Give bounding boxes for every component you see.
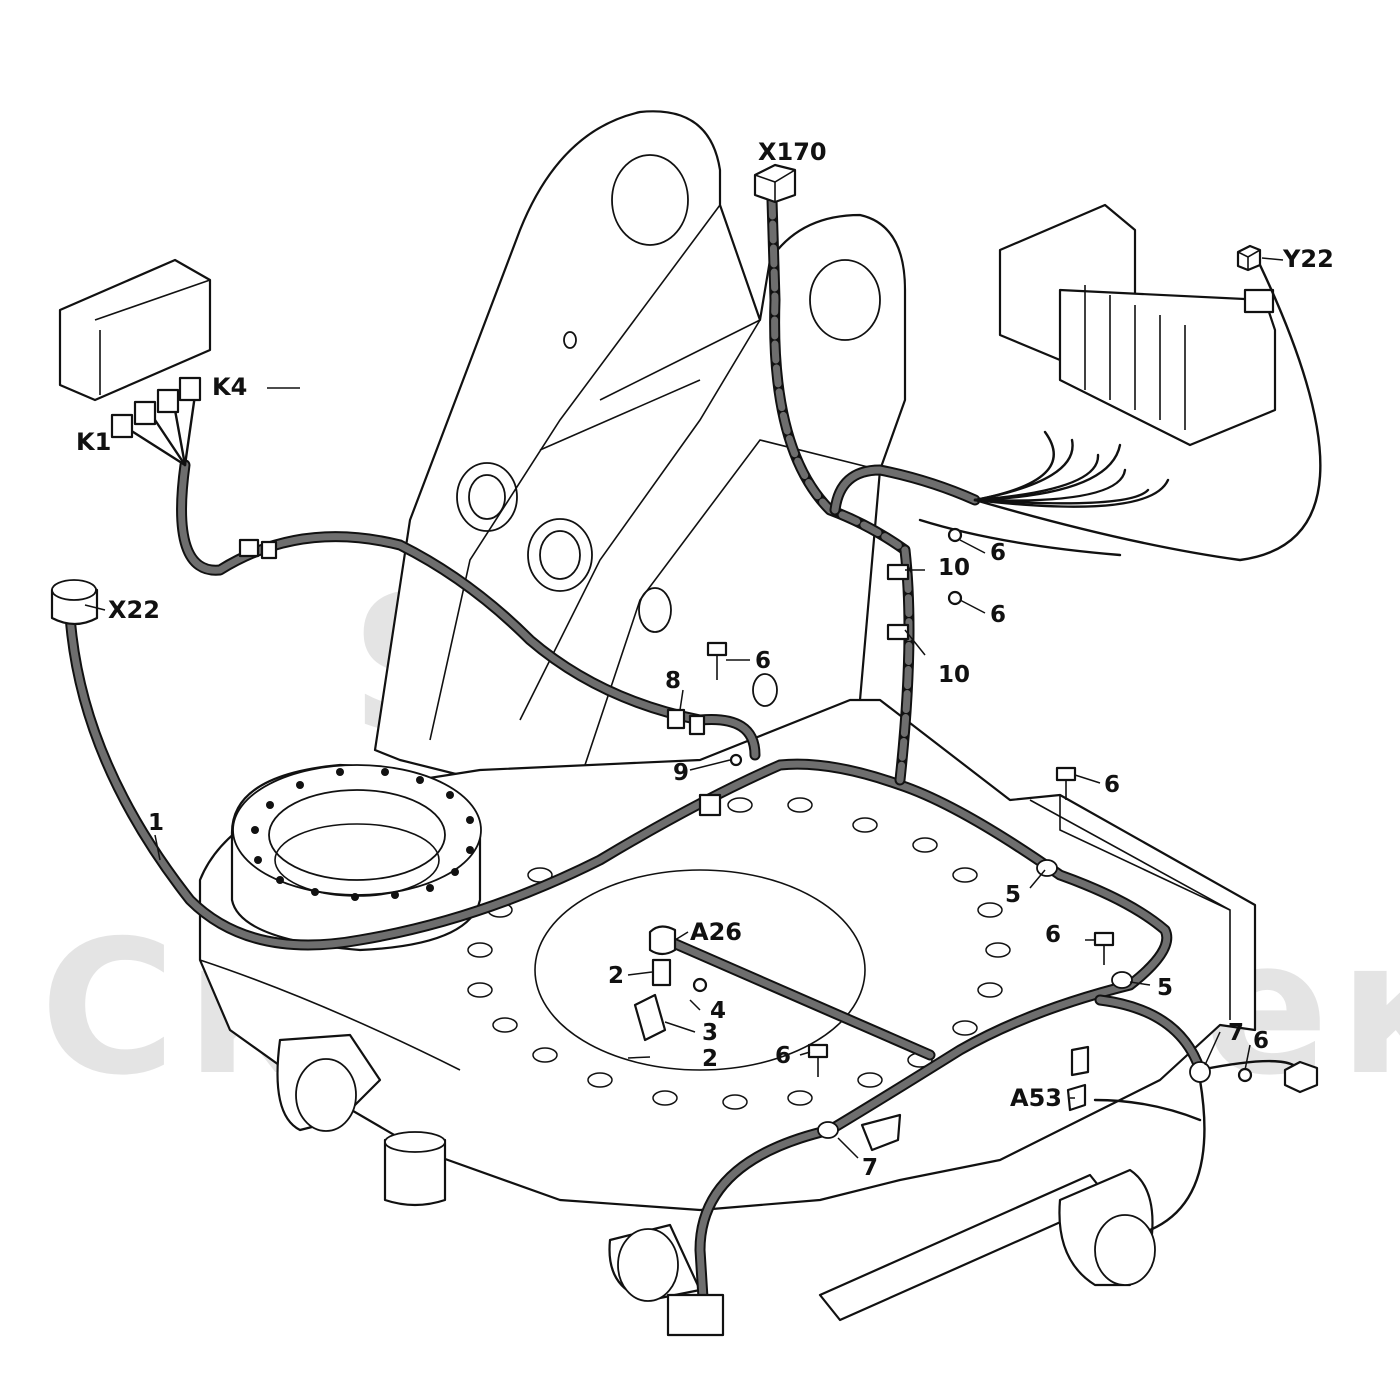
y22-connector <box>1236 244 1262 272</box>
swing-ring-bearing <box>230 763 482 952</box>
label-part-10-top: 10 <box>938 555 970 581</box>
label-part-6-c: 6 <box>755 648 771 674</box>
relay-module <box>58 258 212 402</box>
label-part-6-a: 6 <box>990 540 1006 566</box>
leader-lines <box>84 257 1284 1159</box>
lower-bracket-connector <box>666 1293 725 1337</box>
pivot-bosses <box>276 1033 1156 1322</box>
label-x22: X22 <box>108 596 160 624</box>
label-a26: A26 <box>690 918 742 946</box>
label-part-3: 3 <box>702 1020 718 1046</box>
label-part-7-right: 7 <box>1228 1020 1244 1046</box>
label-x170: X170 <box>758 138 827 166</box>
bolts <box>692 527 1253 1083</box>
label-part-6-d: 6 <box>1104 772 1120 798</box>
right-connector <box>1283 1060 1319 1094</box>
label-part-5-bottom: 5 <box>1157 975 1173 1001</box>
label-y22: Y22 <box>1282 245 1334 273</box>
x170-harness <box>766 194 915 786</box>
label-part-10-bottom: 10 <box>938 662 970 688</box>
harness-clamps <box>238 538 1211 1152</box>
label-part-4: 4 <box>710 998 726 1024</box>
label-part-6-g: 6 <box>1253 1028 1269 1054</box>
label-part-6-b: 6 <box>990 602 1006 628</box>
a26-sensor <box>648 925 677 956</box>
label-k4: K4 <box>212 373 247 401</box>
x22-connector <box>50 579 99 626</box>
frame-bolt-holes <box>467 797 1011 1110</box>
label-part-9: 9 <box>673 760 689 786</box>
main-harness <box>64 609 1173 1336</box>
label-part-1: 1 <box>148 810 164 836</box>
k1-k4-relays <box>110 376 202 439</box>
label-part-8: 8 <box>665 668 681 694</box>
label-a53: A53 <box>1010 1084 1062 1112</box>
a53-sensor <box>1066 1045 1090 1112</box>
label-part-2-bottom: 2 <box>702 1046 718 1072</box>
label-part-7-bottom: 7 <box>862 1155 878 1181</box>
control-valve-block <box>998 203 1277 447</box>
label-part-5-top: 5 <box>1005 882 1021 908</box>
x170-connector <box>753 163 797 204</box>
label-part-2-top: 2 <box>608 963 624 989</box>
a53-harness <box>649 929 1206 1076</box>
callout-labels: X170 Y22 K4 K1 X22 A26 A53 1 2 2 3 4 5 5… <box>76 138 1334 1181</box>
label-part-6-f: 6 <box>775 1043 791 1069</box>
valve-harness <box>829 464 981 516</box>
label-k1: K1 <box>76 428 111 456</box>
label-part-6-e: 6 <box>1045 922 1061 948</box>
thin-wires <box>128 263 1322 1232</box>
